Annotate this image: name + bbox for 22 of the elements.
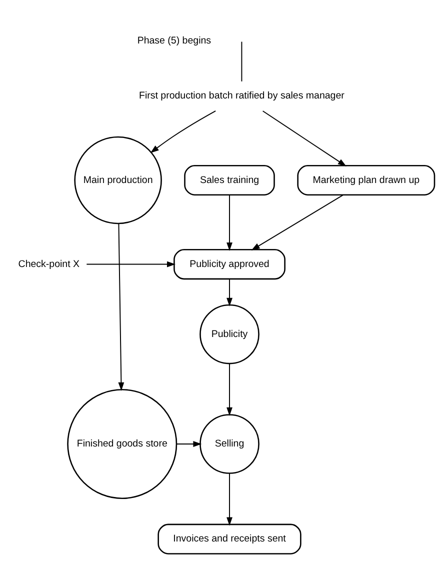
node-circle: Main production: [74, 136, 162, 224]
label: Phase (5) begins: [137, 34, 212, 46]
arrow: [118, 222, 124, 390]
arrow: [262, 110, 346, 166]
node-circle: Selling: [200, 414, 260, 474]
node-box: Publicity approved: [174, 248, 286, 280]
arrow: [251, 194, 344, 250]
arrow: [226, 472, 232, 526]
arrow: [176, 440, 202, 446]
node-box: Marketing plan drawn up: [297, 164, 436, 196]
arrow: [226, 194, 232, 250]
arrow: [226, 278, 232, 306]
arrow: [150, 110, 216, 153]
node-text: Check-point X: [18, 258, 80, 270]
arrow: [86, 260, 176, 267]
node-text: First production batch ratified by sales manager: [139, 90, 344, 102]
node-box: Sales training: [184, 164, 275, 196]
node-circle: Publicity: [200, 304, 260, 364]
node-circle: Finished goods store: [67, 388, 178, 498]
node-box: Invoices and receipts sent: [158, 523, 302, 554]
arrow: [226, 362, 232, 416]
connector: [241, 40, 242, 82]
